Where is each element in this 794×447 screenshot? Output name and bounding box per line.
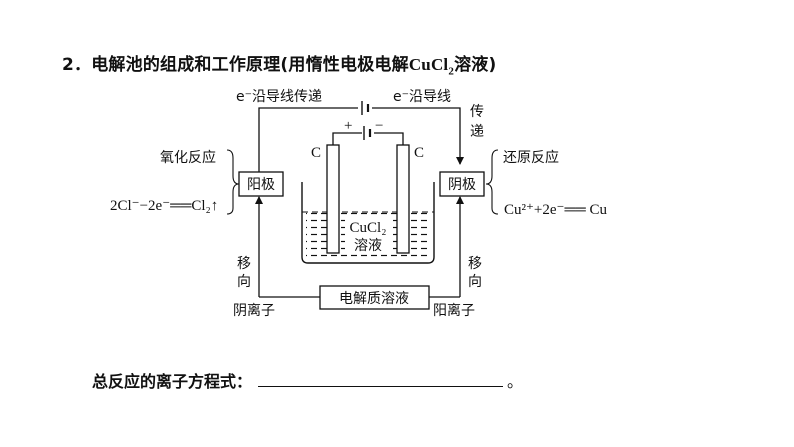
anode-equation: 2Cl⁻−2e⁻══Cl₂↑: [110, 198, 218, 214]
reduction-label: 还原反应: [503, 149, 559, 166]
outer-battery: [361, 101, 370, 115]
heading-title-pre: 电解池的组成和工作原理(用惰性电极电解: [91, 55, 409, 75]
total-equation-prompt: 总反应的离子方程式：: [92, 372, 253, 391]
total-equation-question: 总反应的离子方程式： 。: [92, 368, 523, 392]
reduction-bracket: [485, 149, 499, 215]
cation-label: 阳离子: [433, 302, 475, 319]
transfer-char-1: 传: [470, 104, 484, 120]
transfer-char-2: 递: [470, 124, 484, 140]
oxidation-bracket: [226, 149, 240, 215]
cathode-box: [439, 171, 485, 197]
migrate-right-char-2: 向: [468, 274, 482, 290]
migrate-right-char-1: 移: [468, 256, 482, 272]
cathode-equation: Cu²⁺+2e⁻══ Cu: [504, 202, 607, 218]
battery-plus: +: [344, 118, 352, 134]
electrode-right: [396, 144, 410, 254]
footer-end: 。: [507, 372, 524, 391]
inner-circuit: [332, 126, 404, 145]
anion-label: 阴离子: [233, 302, 275, 319]
outer-circuit: [255, 107, 464, 298]
battery-minus: −: [375, 118, 383, 134]
migrate-left-char-2: 向: [237, 274, 251, 290]
heading-formula-main: CuCl: [408, 55, 449, 74]
solution-word: 溶液: [354, 238, 382, 254]
heading-number: 2．: [62, 55, 92, 75]
migrate-left-char-1: 移: [237, 256, 251, 272]
electrolyte-box: [319, 285, 430, 310]
anode-box: [238, 171, 284, 197]
oxidation-label: 氧化反应: [160, 149, 216, 166]
heading-title-post: 溶液): [454, 55, 497, 75]
cathode-label: 阴极: [448, 177, 476, 193]
electron-flow-left: e⁻沿导线传递: [236, 89, 322, 105]
heading: 2．电解池的组成和工作原理(用惰性电极电解CuCl2溶液): [62, 50, 496, 77]
electrolyte-label: 电解质溶液: [339, 291, 409, 307]
anode-label: 阳极: [247, 177, 275, 193]
electron-flow-right: e⁻沿导线: [393, 89, 451, 105]
solution-formula: CuCl₂: [350, 220, 387, 236]
heading-formula: CuCl2: [408, 55, 455, 78]
heading-formula-sub: 2: [448, 65, 455, 78]
electrode-left: [326, 144, 340, 254]
electrode-left-label: C: [311, 145, 321, 161]
electrode-right-label: C: [414, 145, 424, 161]
answer-blank[interactable]: [258, 370, 504, 387]
